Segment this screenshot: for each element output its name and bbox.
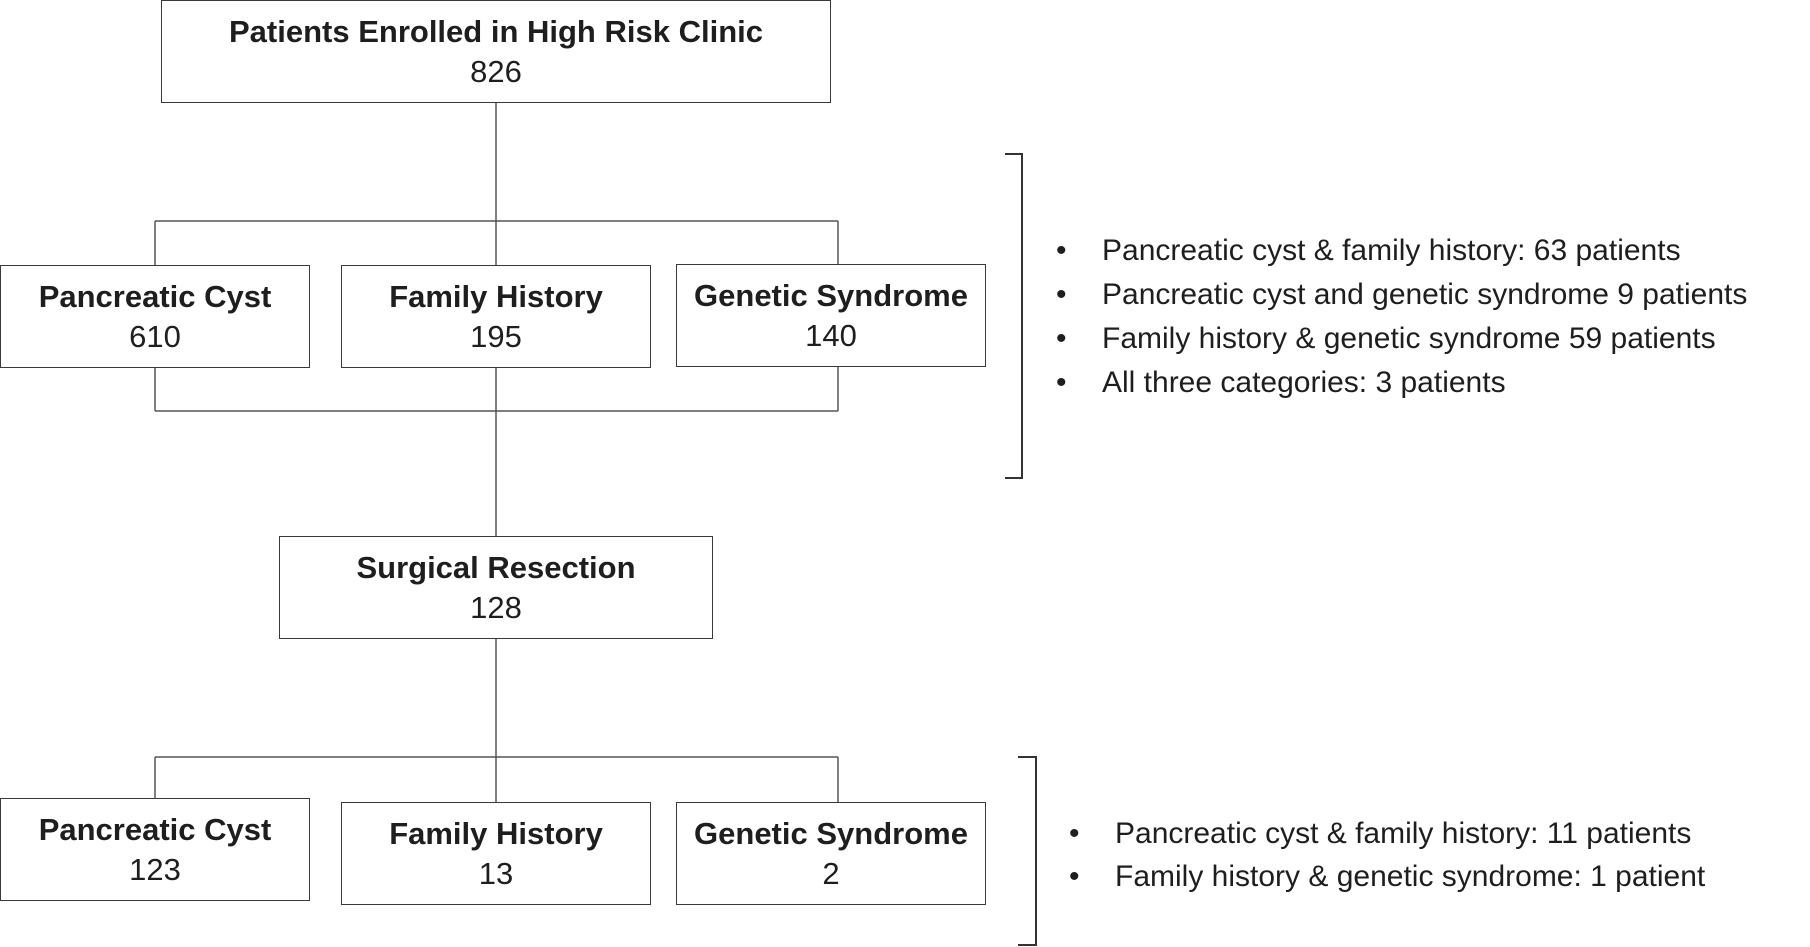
resected-pancreatic-cyst-box: Pancreatic Cyst 123 (0, 798, 310, 901)
pancreatic-cyst-box: Pancreatic Cyst 610 (0, 265, 310, 368)
resection-count: 128 (470, 589, 522, 625)
group-count: 123 (129, 851, 181, 887)
overlap-note: Family history & genetic syndrome 59 pat… (1050, 317, 1747, 361)
bracket-top (1005, 153, 1023, 479)
genetic-syndrome-box: Genetic Syndrome 140 (676, 264, 986, 367)
group-count: 140 (805, 317, 857, 353)
resected-genetic-syndrome-box: Genetic Syndrome 2 (676, 802, 986, 905)
overlap-note: Family history & genetic syndrome: 1 pat… (1063, 855, 1705, 898)
group-title: Family History (389, 278, 603, 314)
family-history-box: Family History 195 (341, 265, 651, 368)
overlap-note: All three categories: 3 patients (1050, 361, 1747, 405)
enrolled-title: Patients Enrolled in High Risk Clinic (229, 13, 763, 49)
group-count: 2 (822, 855, 840, 891)
group-title: Genetic Syndrome (694, 815, 968, 851)
group-title: Family History (389, 815, 603, 851)
resection-title: Surgical Resection (356, 549, 636, 585)
resected-family-history-box: Family History 13 (341, 802, 651, 905)
group-title: Genetic Syndrome (694, 277, 968, 313)
enrolled-box: Patients Enrolled in High Risk Clinic 82… (161, 0, 831, 103)
group-count: 195 (470, 318, 522, 354)
group-title: Pancreatic Cyst (38, 811, 272, 847)
resection-overlap-notes: Pancreatic cyst & family history: 11 pat… (1063, 812, 1705, 898)
surgical-resection-box: Surgical Resection 128 (279, 536, 713, 639)
group-count: 610 (129, 318, 181, 354)
overlap-note: Pancreatic cyst and genetic syndrome 9 p… (1050, 273, 1747, 317)
overlap-note: Pancreatic cyst & family history: 11 pat… (1063, 812, 1705, 855)
enrolled-count: 826 (470, 53, 522, 89)
overlap-note: Pancreatic cyst & family history: 63 pat… (1050, 229, 1747, 273)
enrolled-overlap-notes: Pancreatic cyst & family history: 63 pat… (1050, 229, 1747, 405)
group-count: 13 (478, 855, 514, 891)
bracket-bottom (1018, 756, 1037, 946)
group-title: Pancreatic Cyst (38, 278, 272, 314)
